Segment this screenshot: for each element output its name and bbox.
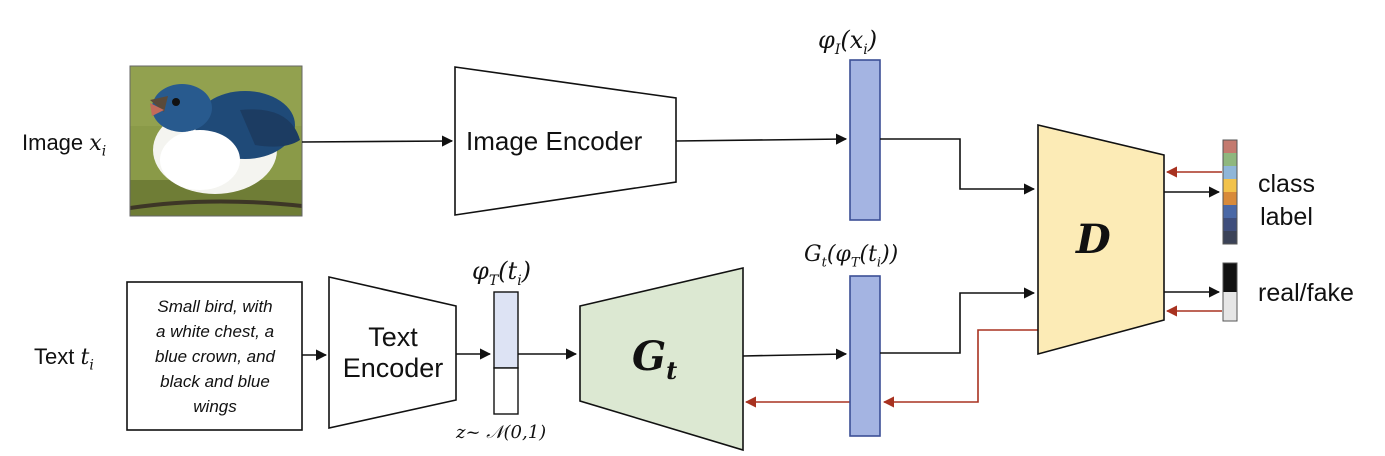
bird-image xyxy=(130,66,302,216)
real-fake-text: real/fake xyxy=(1258,279,1354,307)
arrow-generator-to-output xyxy=(742,348,848,360)
arrow-image-to-encoder xyxy=(301,135,454,147)
class-label-vector xyxy=(1223,140,1237,244)
generator-block xyxy=(579,266,744,452)
phi-t-label: φT(ti) xyxy=(472,257,532,289)
discriminator-block xyxy=(1037,123,1165,356)
image-encoder-block xyxy=(454,66,677,216)
noise-vector-bar xyxy=(493,367,519,415)
class-cell xyxy=(1223,140,1237,153)
class-cell xyxy=(1223,218,1237,231)
image-encoder-label: Image Encoder xyxy=(466,126,643,156)
gradient-arrow-from-discriminator xyxy=(882,329,1038,408)
class-cell xyxy=(1223,153,1237,166)
phi-i-label: φI(xi) xyxy=(818,26,878,58)
image-feature-bar xyxy=(849,59,881,221)
class-cell xyxy=(1223,166,1237,179)
text-caption: Small bird, with a white chest, a blue c… xyxy=(154,297,276,416)
text-encoder-block xyxy=(328,275,457,429)
discriminator-label: D xyxy=(1076,216,1111,263)
text-caption-box xyxy=(126,281,303,431)
arrow-encoder-to-phi-i xyxy=(675,133,848,145)
class-cell xyxy=(1223,205,1237,218)
noise-label: z~ 𝒩(0,1) xyxy=(456,422,547,443)
arrow-generated-to-discriminator xyxy=(880,287,1036,354)
arrow-phi-i-to-discriminator xyxy=(880,138,1036,195)
real-fake-cell xyxy=(1223,292,1237,321)
class-cell xyxy=(1223,192,1237,205)
text-feature-bar xyxy=(493,291,519,369)
generator-output-label: Gt(φT(ti)) xyxy=(804,242,899,271)
real-fake-vector xyxy=(1223,263,1237,321)
class-cell xyxy=(1223,231,1237,244)
class-cell xyxy=(1223,179,1237,192)
generator-label: Gt xyxy=(632,333,678,385)
real-fake-cell xyxy=(1223,263,1237,292)
text-input-label: Text ti xyxy=(34,344,94,374)
generated-feature-bar xyxy=(849,275,881,437)
text-encoder-label: Text Encoder xyxy=(342,322,444,383)
class-label-text: class label xyxy=(1258,170,1315,231)
image-input-label: Image xi xyxy=(22,130,107,160)
